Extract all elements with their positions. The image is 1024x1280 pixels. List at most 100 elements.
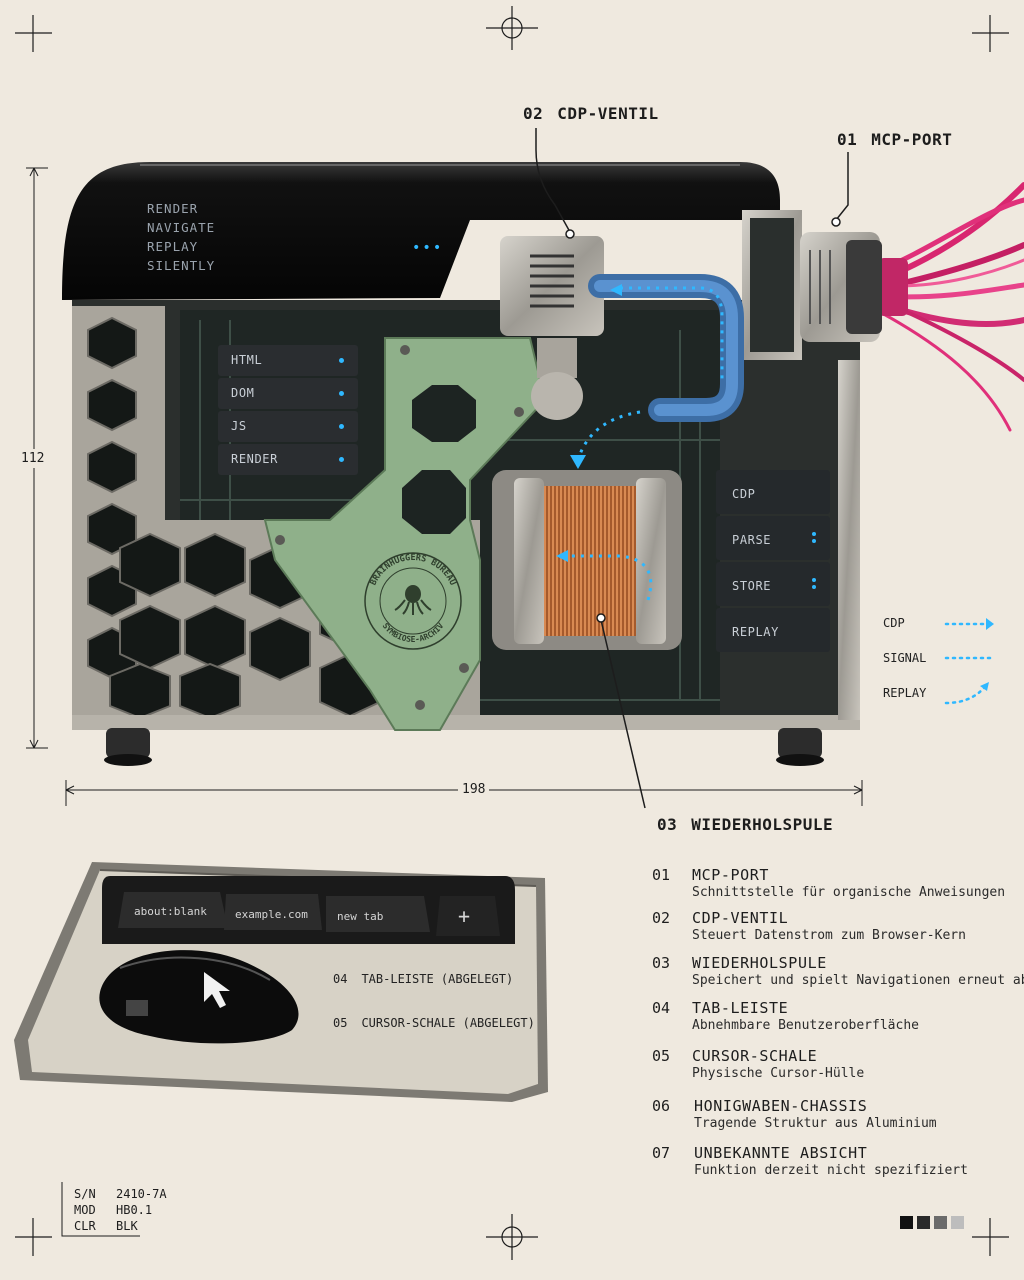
legend-description: Tragende Struktur aus Aluminium	[694, 1116, 937, 1131]
legend-title: HONIGWABEN-CHASSIS	[694, 1097, 868, 1115]
module-label: RENDER	[231, 452, 278, 466]
meta-row: MOD HB0.1	[74, 1202, 167, 1218]
meta-key: MOD	[74, 1203, 96, 1217]
legend-title: CURSOR-SCHALE	[692, 1047, 818, 1065]
signal-legend-cdp: CDP	[883, 616, 905, 630]
module-label: STORE	[732, 579, 772, 593]
legend-number: 07	[652, 1144, 671, 1162]
legend-title: MCP-PORT	[692, 866, 770, 884]
legend-description: Speichert und spielt Navigationen erneut…	[692, 973, 1024, 988]
meta-key: CLR	[74, 1219, 96, 1233]
signal-legend-signal: SIGNAL	[883, 651, 927, 665]
led-icon	[339, 457, 344, 462]
add-tab-icon: +	[458, 904, 471, 928]
module-label: REPLAY	[732, 625, 779, 639]
leader-lines	[535, 128, 849, 809]
module-cdp: CDP	[716, 470, 830, 514]
emblem-ring	[364, 552, 462, 650]
signal-legend-replay: REPLAY	[883, 686, 927, 700]
callout-number: 02	[523, 104, 544, 123]
screen-line: SILENTLY	[147, 258, 216, 273]
screen-line: NAVIGATE	[147, 220, 216, 235]
right-module-stack: CDP PARSE STORE REPLAY	[716, 470, 830, 652]
callout-label: MCP-PORT	[871, 130, 953, 149]
module-html: HTML	[218, 345, 358, 376]
legend-number: 04	[652, 999, 671, 1017]
screen-line: REPLAY	[147, 239, 199, 254]
module-label: HTML	[231, 353, 263, 367]
tab-new-tab: new tab	[337, 910, 384, 923]
led-icon	[812, 578, 816, 582]
valve	[500, 236, 604, 420]
meta-row: S/N 2410-7A	[74, 1186, 167, 1202]
legend-title: WIEDERHOLSPULE	[692, 954, 827, 972]
octopus-icon	[394, 585, 432, 615]
cursor-shell	[99, 950, 299, 1044]
mcp-port	[800, 232, 882, 342]
tab-bar-shell	[102, 876, 515, 944]
module-label: PARSE	[732, 533, 772, 547]
green-plate	[263, 337, 547, 731]
module-dom: DOM	[218, 378, 358, 409]
meta-row: CLR BLK	[74, 1218, 167, 1234]
legend-number: 02	[652, 909, 671, 927]
legend-description: Schnittstelle für organische Anweisungen	[692, 885, 1006, 900]
cable-collar	[878, 258, 908, 316]
status-dots: •••	[412, 240, 444, 256]
legend-number: 01	[652, 866, 671, 884]
module-store: STORE	[716, 562, 830, 606]
cursor-arrow-icon	[204, 972, 230, 1008]
led-icon	[339, 424, 344, 429]
meta-value: BLK	[116, 1219, 138, 1233]
legend-number: 06	[652, 1097, 671, 1115]
right-frame	[742, 210, 860, 720]
tab-example-com: example.com	[235, 908, 308, 921]
module-js: JS	[218, 411, 358, 442]
module-render: RENDER	[218, 444, 358, 475]
module-replay: REPLAY	[716, 608, 830, 652]
dimension-width: 198	[458, 782, 490, 797]
module-parse: PARSE	[716, 516, 830, 560]
serial-meta: S/N 2410-7A MOD HB0.1 CLR BLK	[74, 1186, 167, 1234]
callout-label: CDP-VENTIL	[557, 104, 659, 123]
legend-number: 05	[652, 1047, 671, 1065]
tray-label-text: TAB-LEISTE (ABGELEGT)	[361, 972, 514, 986]
module-label: DOM	[231, 386, 255, 400]
top-shell	[62, 162, 780, 300]
dimension-height: 112	[21, 449, 45, 468]
tray-label-number: 04	[333, 972, 348, 986]
feet	[104, 728, 824, 766]
tab-about-blank: about:blank	[134, 905, 207, 918]
led-icon	[339, 391, 344, 396]
tray-label-cursor-shell: 05 CURSOR-SCHALE (ABGELEGT)	[333, 1016, 535, 1030]
meta-value: 2410-7A	[116, 1187, 167, 1201]
tray-label-tab-bar: 04 TAB-LEISTE (ABGELEGT)	[333, 972, 513, 986]
tray-label-number: 05	[333, 1016, 348, 1030]
meta-value: HB0.1	[116, 1203, 153, 1217]
registration-marks	[15, 6, 1009, 1260]
legend-title: CDP-VENTIL	[692, 909, 789, 927]
replay-coil	[492, 470, 682, 650]
legend-description: Funktion derzeit nicht spezifiziert	[694, 1163, 968, 1178]
led-icon	[812, 532, 816, 536]
legend-number: 03	[652, 954, 671, 972]
left-module-stack: HTML DOM JS RENDER	[218, 345, 358, 475]
callout-number: 01	[837, 130, 858, 149]
led-icon	[339, 358, 344, 363]
legend-description: Steuert Datenstrom zum Browser-Kern	[692, 928, 966, 943]
callout-mcp-port: 01 MCP-PORT	[837, 130, 952, 149]
legend-title: UNBEKANNTE ABSICHT	[694, 1144, 868, 1162]
screen-text: RENDER NAVIGATE REPLAY SILENTLY	[147, 199, 215, 275]
module-label: JS	[231, 419, 247, 433]
color-swatches	[900, 1216, 964, 1229]
meta-key: S/N	[74, 1187, 96, 1201]
legend-description: Abnehmbare Benutzeroberfläche	[692, 1018, 919, 1033]
legend-title: TAB-LEISTE	[692, 999, 789, 1017]
callout-cdp-valve: 02 CDP-VENTIL	[523, 104, 659, 123]
module-label: CDP	[732, 487, 756, 501]
tray-label-text: CURSOR-SCHALE (ABGELEGT)	[361, 1016, 535, 1030]
callout-number: 03	[657, 815, 678, 834]
legend-description: Physische Cursor-Hülle	[692, 1066, 865, 1081]
